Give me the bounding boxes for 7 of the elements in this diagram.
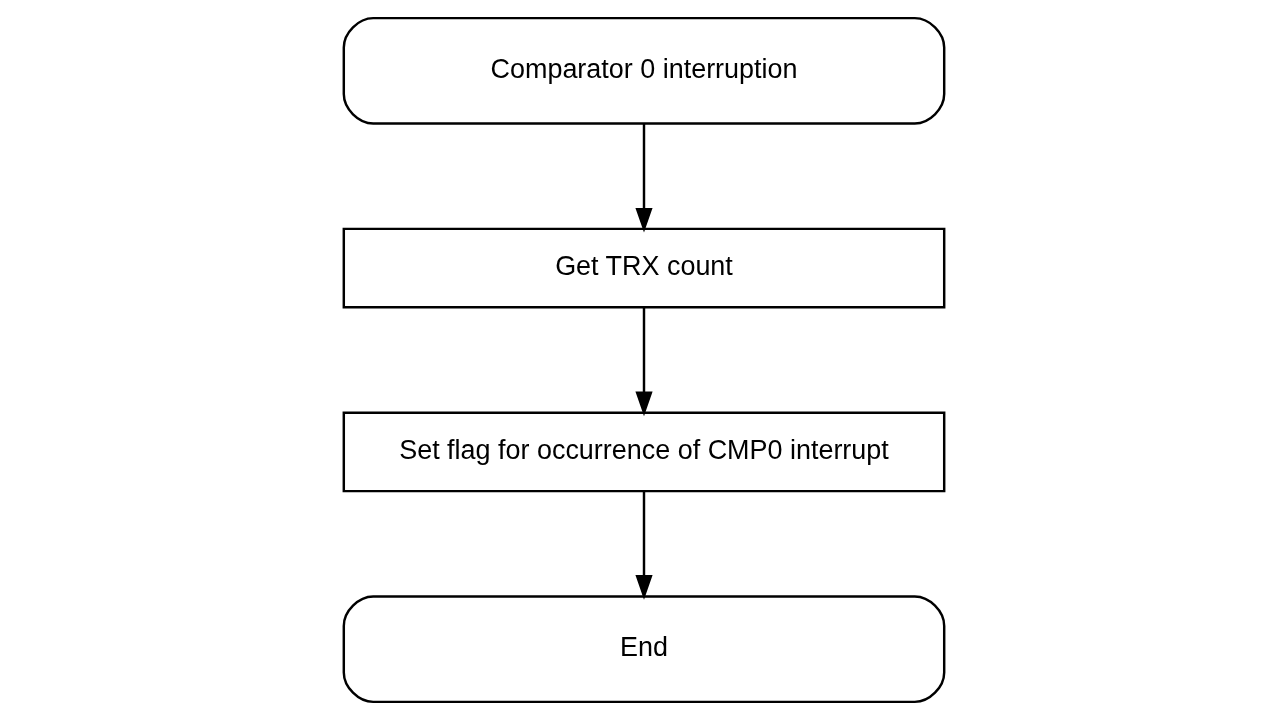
node-box: Get TRX count (342, 227, 945, 309)
node-box: End (342, 595, 945, 704)
arrow (634, 123, 653, 233)
arrow (634, 307, 653, 417)
arrow (634, 491, 653, 600)
node-box: Set flag for occurrence of CMP0 interrupt (342, 411, 945, 493)
node-box: Comparator 0 interruption (342, 16, 945, 125)
